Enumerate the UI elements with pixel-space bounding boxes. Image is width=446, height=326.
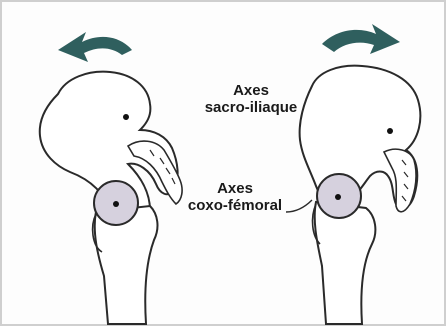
right-rotation-arrow-icon xyxy=(322,24,400,54)
left-coxo-femoral-axis-dot xyxy=(113,201,119,207)
left-sacro-iliac-axis-dot xyxy=(123,114,129,120)
coxo-femoral-text: coxo-fémoral xyxy=(180,197,290,214)
sacro-iliac-axes-label: Axes sacro-iliaque xyxy=(196,82,306,117)
left-hip-group xyxy=(40,32,182,324)
right-sacro-iliac-axis-dot xyxy=(387,128,393,134)
right-hip-group xyxy=(300,24,421,324)
right-femur xyxy=(315,202,376,324)
right-sacrum xyxy=(384,149,416,212)
left-rotation-arrow-icon xyxy=(58,32,132,62)
axes-bottom-text: Axes xyxy=(180,180,290,197)
coxo-femoral-axes-label: Axes coxo-fémoral xyxy=(180,180,290,215)
axes-top-text: Axes xyxy=(196,82,306,99)
sacro-iliaque-text: sacro-iliaque xyxy=(196,99,306,116)
left-femur xyxy=(95,206,158,324)
right-coxo-femoral-axis-dot xyxy=(335,194,341,200)
